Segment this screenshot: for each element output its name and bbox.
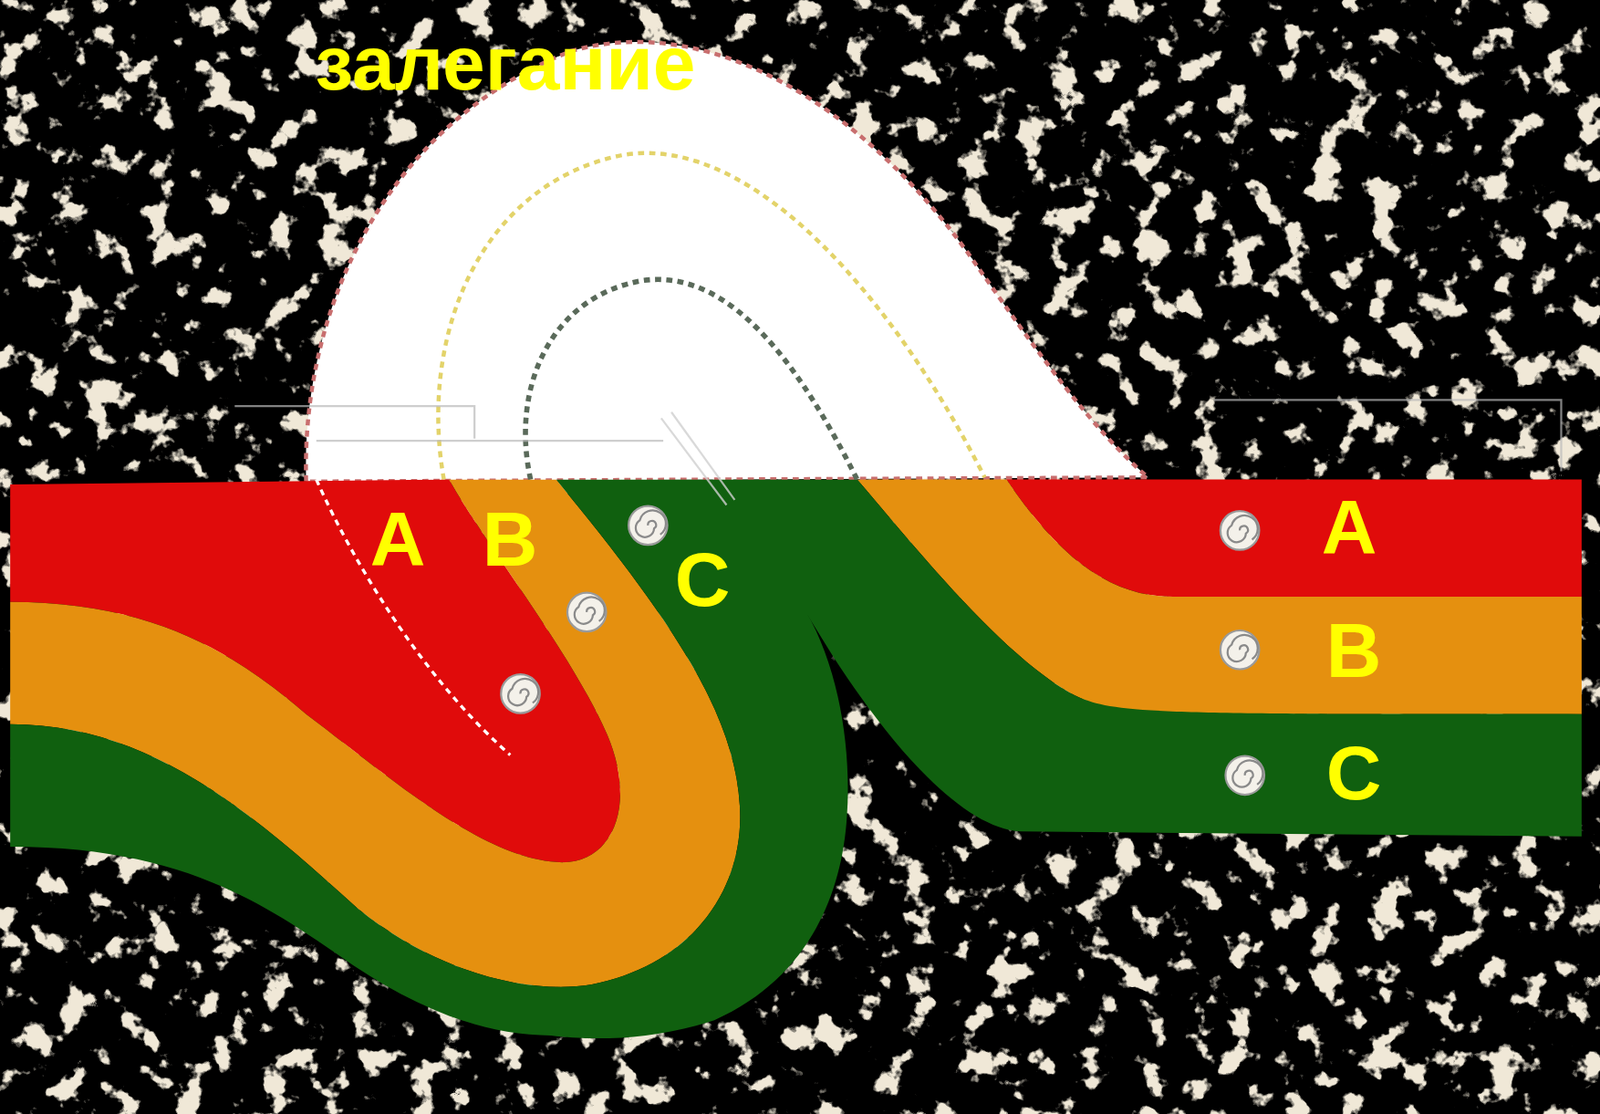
fossil-spirals [508, 509, 1263, 787]
fossil-shell [1225, 756, 1265, 795]
fossil-shell [567, 592, 607, 632]
layer-label: B [1326, 612, 1382, 689]
layer-label: C [675, 540, 731, 618]
fold-surface [316, 479, 511, 756]
leader-line [661, 412, 736, 506]
eroded-boundary [525, 279, 858, 479]
fossil-spiral [1227, 515, 1258, 542]
leader-line [1214, 399, 1561, 471]
layer-label: A [1321, 488, 1378, 566]
leader-line [234, 405, 664, 441]
fossil-shell [628, 506, 668, 545]
fossil-spiral [635, 509, 666, 537]
fossil-spiral [1232, 759, 1263, 787]
fossil-spiral [508, 678, 539, 706]
layer-label: B [482, 500, 539, 578]
fossil-spiral [574, 596, 605, 624]
layer-label: C [1326, 734, 1382, 811]
fossil-shell [1220, 510, 1260, 550]
layer-c [10, 479, 1582, 1039]
eroded-boundary [437, 153, 985, 480]
fossil-shell [1220, 630, 1260, 669]
fossil-spiral [1227, 634, 1258, 662]
layer-label: A [370, 500, 426, 578]
fossil-shell [500, 674, 541, 713]
title: залегание [314, 24, 696, 102]
fossil-shells [500, 506, 1265, 795]
eroded-fold [305, 41, 1148, 482]
